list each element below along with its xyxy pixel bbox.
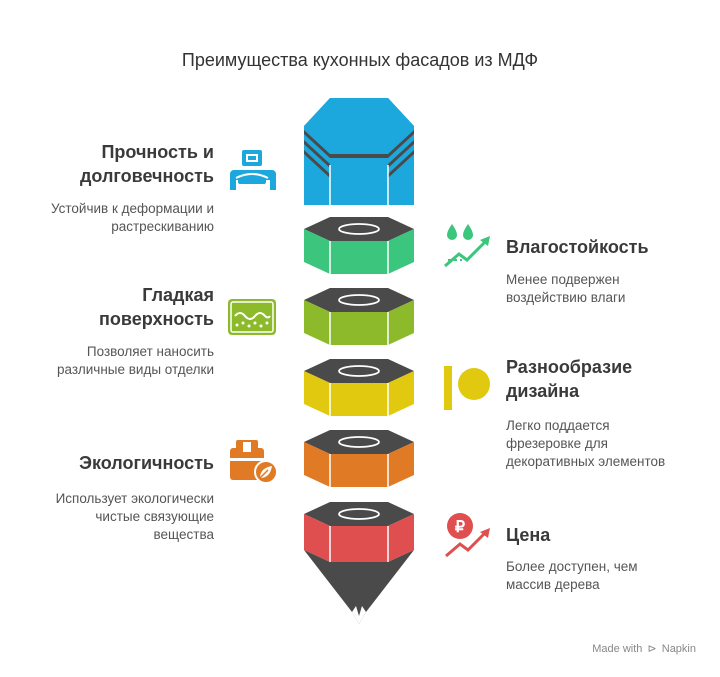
desc-smooth: Позволяет наносить различные виды отделк… [57, 343, 214, 379]
ruble-growth-icon: ₽ [445, 513, 490, 558]
heading-price-line1: Цена [506, 525, 551, 545]
desc-moisture: Менее подвержен воздействию влаги [506, 271, 625, 307]
desc-eco-line1: Использует экологически [55, 491, 214, 506]
desc-price: Более доступен, чем массив дерева [506, 558, 638, 594]
desc-strength-line2: растрескиванию [111, 219, 214, 234]
segment-lime [304, 288, 414, 345]
desc-eco-line2: чистые связующие [95, 509, 214, 524]
desc-moisture-line2: воздействию влаги [506, 290, 626, 305]
desc-smooth-line2: различные виды отделки [56, 362, 214, 377]
heading-strength-line1: Прочность и [101, 142, 214, 162]
heading-smooth: Гладкая поверхность [99, 283, 214, 331]
segment-orange [304, 430, 414, 487]
desc-design: Легко поддается фрезеровке для декоратив… [506, 417, 665, 471]
desc-moisture-line1: Менее подвержен [506, 272, 620, 287]
desc-eco-line3: вещества [153, 527, 214, 542]
heading-eco-line1: Экологичность [79, 453, 214, 473]
desc-strength: Устойчив к деформации и растрескиванию [51, 200, 214, 236]
segment-red-tip [304, 502, 414, 624]
heading-strength: Прочность и долговечность [80, 140, 214, 188]
heading-smooth-line2: поверхность [99, 309, 214, 329]
napkin-logo-icon: ⊳ [647, 643, 657, 655]
heading-design-line2: дизайна [506, 381, 580, 401]
segment-top [304, 98, 414, 205]
surface-texture-icon [228, 299, 276, 335]
segment-yellow [304, 359, 414, 416]
desc-price-line1: Более доступен, чем [506, 559, 638, 574]
armchair-icon [230, 150, 276, 190]
eco-box-icon [230, 440, 278, 484]
desc-price-line2: массив дерева [506, 577, 600, 592]
desc-design-line1: Легко поддается [506, 418, 610, 433]
svg-text:₽: ₽ [455, 519, 465, 536]
desc-design-line3: декоративных элементов [506, 454, 666, 469]
napkin-brand: Napkin [661, 643, 696, 655]
design-pattern-icon [444, 366, 490, 410]
segment-green [304, 217, 414, 274]
heading-moisture-line1: Влагостойкость [506, 237, 649, 257]
heading-smooth-line1: Гладкая [142, 285, 214, 305]
heading-design: Разнообразие дизайна [506, 355, 632, 403]
napkin-credit: Made with ⊳ Napkin [590, 642, 696, 655]
desc-smooth-line1: Позволяет наносить [86, 344, 214, 359]
heading-design-line1: Разнообразие [506, 357, 633, 377]
desc-eco: Использует экологически чистые связующие… [56, 490, 214, 544]
water-drops-icon [444, 224, 490, 268]
heading-moisture: Влагостойкость [506, 235, 649, 259]
heading-eco: Экологичность [79, 451, 214, 475]
made-with-label: Made with [592, 643, 643, 655]
desc-strength-line1: Устойчив к деформации и [50, 201, 214, 216]
page-title: Преимущества кухонных фасадов из МДФ [181, 50, 539, 70]
desc-design-line2: фрезеровке для [506, 436, 608, 451]
heading-strength-line2: долговечность [79, 166, 214, 186]
heading-price: Цена [506, 523, 550, 547]
